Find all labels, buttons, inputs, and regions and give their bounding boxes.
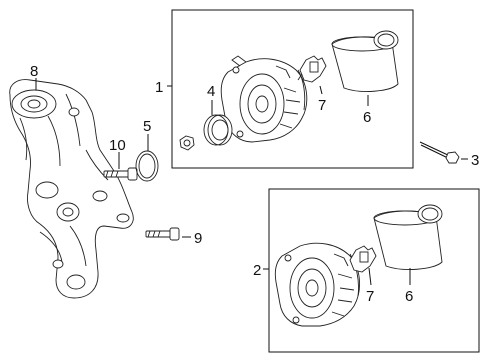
bolt-3-icon <box>419 141 460 164</box>
bolt-9-icon <box>145 227 180 241</box>
alternator-cover-lower-icon <box>373 204 443 270</box>
callout-6-lower: 6 <box>405 288 413 305</box>
callout-9: 9 <box>194 230 202 247</box>
steering-knuckle-icon <box>9 79 134 299</box>
upper-assembly-box <box>171 9 414 169</box>
callout-2: 2 <box>253 262 261 279</box>
callout-3: 3 <box>471 152 479 169</box>
callout-10: 10 <box>109 137 126 154</box>
alternator-upper-icon <box>220 55 308 143</box>
callout-7-lower: 7 <box>366 288 374 305</box>
callout-8: 8 <box>30 63 38 80</box>
voltage-regulator-lower-icon <box>349 245 377 273</box>
pulley-4-icon <box>203 114 233 146</box>
callout-5: 5 <box>143 118 151 135</box>
alternator-cover-upper-icon <box>331 30 399 92</box>
bolt-10-icon <box>103 167 138 181</box>
callout-1: 1 <box>155 79 163 96</box>
callout-7-upper: 7 <box>318 97 326 114</box>
alternator-lower-icon <box>274 242 360 327</box>
callout-labels: 1 2 3 4 5 6 6 7 7 8 9 10 <box>30 63 479 305</box>
callout-6-upper: 6 <box>363 109 371 126</box>
lower-assembly-box <box>268 188 480 353</box>
leader-lines <box>35 78 468 286</box>
callout-4: 4 <box>207 83 215 100</box>
snap-ring-5-icon <box>135 150 159 182</box>
nut-upper-icon <box>179 135 195 151</box>
voltage-regulator-upper-icon <box>297 55 327 83</box>
